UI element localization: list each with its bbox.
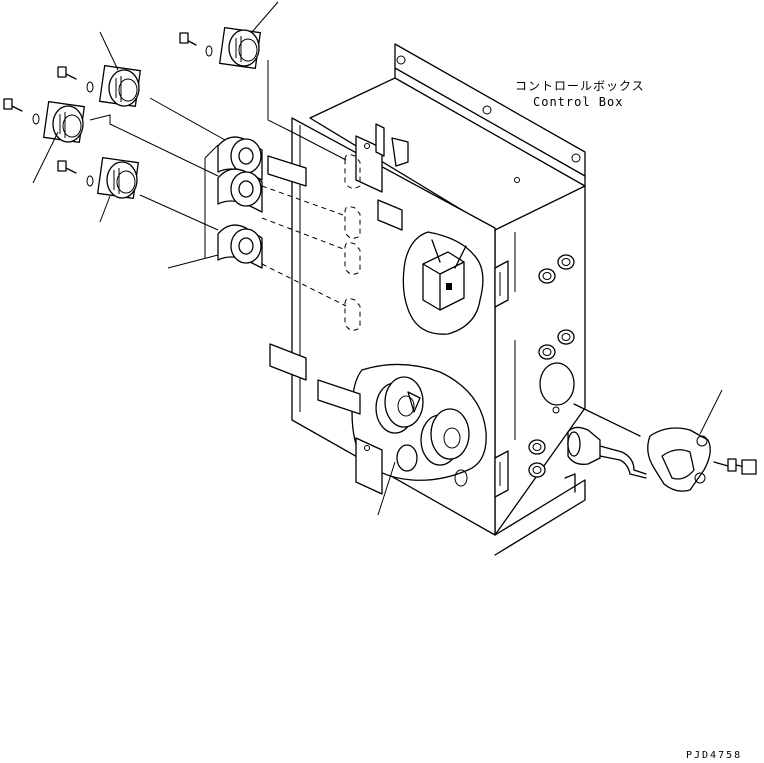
relay-bracket	[647, 427, 757, 492]
hinge-lower	[494, 450, 509, 498]
receptacle-top	[179, 27, 261, 69]
receptacle-4	[57, 157, 139, 199]
hinge-upper	[494, 260, 509, 308]
drawing-code: PJD4758	[686, 750, 742, 761]
front-brackets	[267, 123, 409, 495]
cutaway-circuit-breakers	[351, 363, 487, 487]
cutaway-relay	[402, 231, 484, 335]
connector-housing-2	[217, 168, 263, 213]
leader-lines	[32, 1, 723, 516]
title-english: Control Box	[533, 95, 623, 109]
connector-housing-3	[217, 224, 263, 269]
side-connector	[567, 403, 647, 479]
connector-positions	[261, 154, 361, 331]
receptacle-3	[3, 98, 85, 143]
receptacle-2	[57, 65, 141, 107]
wire-leads	[89, 60, 347, 258]
side-bosses	[528, 254, 575, 478]
title-japanese: コントロールボックス	[515, 79, 645, 93]
